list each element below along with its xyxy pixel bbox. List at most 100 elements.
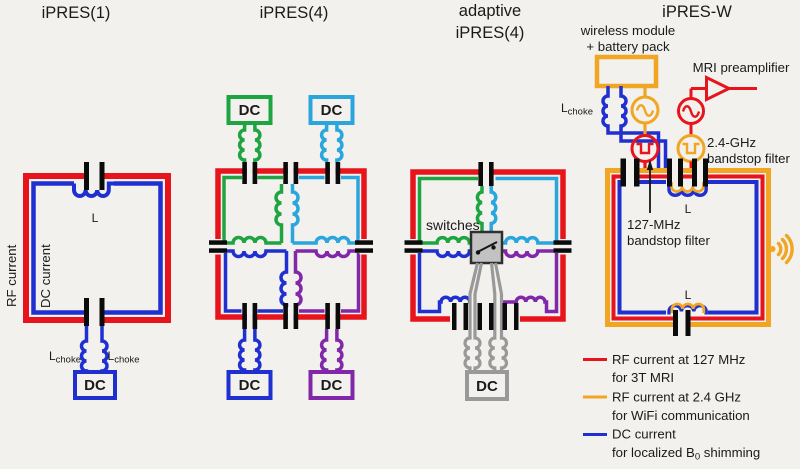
legend-rf-line1: RF current at 127 MHz [612,352,745,367]
switch-feed-wire [468,262,480,335]
capacitor [404,248,423,253]
panel-title: iPRES(4) [260,4,329,22]
capacitor [678,158,683,187]
wire-gap [213,239,223,255]
panel-ipres4: iPRES(4) [209,4,373,400]
panel-adaptive-ipres4: adaptive iPRES(4) switches [404,2,572,401]
dc-supply-label: DC [321,102,343,119]
capacitor [242,162,247,184]
green-loop-wire [417,176,478,241]
capacitor [293,303,299,329]
choke-inductor [253,329,262,372]
panel-title: iPRES-W [662,3,732,21]
choke-inductor [473,335,482,372]
capacitor [404,240,423,245]
filter-127-label-line2: bandstop filter [627,233,710,248]
choke-inductor [237,329,247,372]
capacitor [452,303,457,330]
amplifier-icon [705,75,733,102]
legend-rf-line2: for 3T MRI [612,370,674,385]
choke-label: Lchoke [561,101,593,118]
inductor [292,235,356,245]
dc-supply-box [226,95,273,125]
inductor [489,186,498,232]
switches-label: switches [426,217,480,233]
wire-gap [329,164,336,183]
capacitor [703,158,708,187]
wire-gap [558,239,568,255]
capacitor [489,162,494,186]
capacitor [293,162,299,184]
choke-label: Lchoke [49,349,81,366]
choke-inductor [619,86,668,170]
legend-dc-line1: DC current [612,427,676,442]
wire-gap [666,179,708,186]
inductor [667,182,708,197]
rf-current-label: RF current [4,244,19,307]
wire-gap [246,164,253,183]
wire-gap [246,307,253,322]
choke-inductor [319,329,329,372]
capacitor [489,303,494,330]
arrow-icon [646,159,654,213]
capacitor [84,162,89,190]
bandstop-filter-24-icon [676,134,706,163]
purple-loop-wire [299,253,361,313]
dc-supply-box [465,370,509,401]
capacitor [283,162,288,184]
choke-inductor [499,335,509,372]
inductor [422,235,472,245]
choke-inductor [488,335,497,372]
purple-loop-wire [501,253,559,314]
switch-icon [475,241,498,255]
blue-loop-wire [223,253,283,313]
wire-gap [697,164,703,186]
choke-inductor [335,123,344,162]
inductor [475,186,484,232]
inductor [290,184,300,243]
inductor-label: L [685,288,692,302]
capacitor [685,310,691,336]
inductor [293,251,303,308]
inductor [72,181,114,198]
inductor [226,249,287,259]
panel-title: iPRES(1) [42,4,111,22]
switch-feed-wire [473,262,484,335]
legend-wifi-line1: RF current at 2.4 GHz [612,390,741,405]
capacitor [325,303,330,329]
inductor [502,235,554,245]
capacitor [242,303,247,329]
choke-inductor [253,123,262,162]
choke-inductor [79,326,89,373]
preamplifier-label: MRI preamplifier [693,60,790,75]
panel-ipres-w: iPRES-W wireless module + battery pack M… [561,3,794,336]
inductor-label: L [92,211,99,225]
dc-current-label: DC current [38,244,53,308]
capacitor [502,303,507,330]
capacitor [692,158,697,187]
legend-dc-line2: for localized B0 shimming [612,445,760,463]
wire-gap [626,164,634,186]
wire [689,87,757,99]
capacitor [673,310,678,336]
ac-source-icon [677,97,705,125]
inductor [274,184,284,243]
inductor [279,251,289,308]
capacitor [355,248,373,253]
dc-supply-label: DC [321,377,343,394]
choke-inductor [463,335,472,372]
capacitor [667,158,672,187]
dc-supply-label: DC [476,378,498,395]
choke-inductor [319,123,329,162]
filter-24-label-line2: bandstop filter [707,151,790,166]
wire-gap [287,164,294,183]
choke-inductor [100,326,109,373]
filter-24-label-line1: 2.4-GHz [707,135,756,150]
wire-gap [678,313,686,328]
legend: RF current at 127 MHz for 3T MRI RF curr… [583,352,760,463]
inductor [670,182,705,193]
capacitor [84,298,89,326]
legend-wifi-line2: for WiFi communication [612,408,750,423]
